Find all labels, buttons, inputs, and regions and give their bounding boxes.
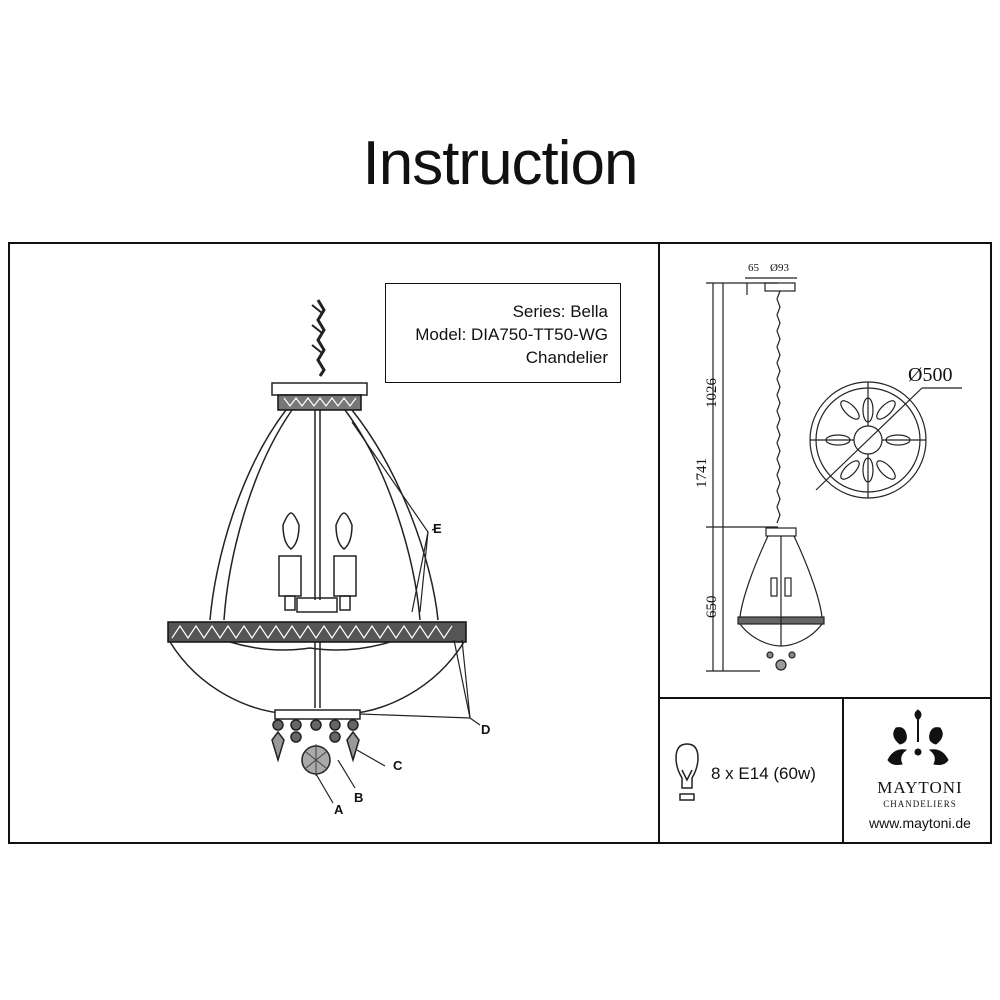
decorative-ring	[167, 621, 467, 643]
maytoni-logo	[887, 709, 949, 765]
dim-canopy-height: 65	[748, 262, 759, 274]
frame-divider-horizontal	[658, 697, 992, 699]
label-b: B	[354, 790, 364, 805]
series-text: Series: Bella	[512, 302, 608, 321]
bulb-icon	[675, 743, 699, 801]
frame-divider-vertical	[658, 242, 660, 844]
crystal-pendants	[271, 719, 360, 776]
label-e: E	[433, 521, 442, 536]
product-type-text: Chandelier	[525, 348, 608, 367]
lamp-spec: 8 x E14 (60w)	[711, 764, 816, 783]
dim-shade-diameter: Ø500	[908, 364, 953, 386]
model-text: Model: DIA750-TT50-WG	[415, 325, 608, 344]
brand-name: MAYTONI	[877, 778, 963, 797]
model-info-box: Series: Bella Model: DIA750-TT50-WG Chan…	[385, 283, 621, 383]
frame-divider-footer	[842, 697, 844, 844]
canopy	[271, 382, 368, 396]
drawing-frame	[8, 242, 992, 844]
dim-chain-length: 1026	[704, 378, 720, 408]
dimension-drawing	[706, 277, 962, 672]
dim-body-height: 650	[704, 595, 720, 619]
chain	[316, 299, 326, 377]
brand-website: www.maytoni.de	[869, 815, 971, 831]
dim-canopy-diameter: Ø93	[770, 262, 789, 274]
dim-total-height: 1741	[694, 458, 710, 488]
page-title: Instruction	[362, 129, 638, 198]
brand-tagline: CHANDELIERS	[883, 799, 957, 809]
label-d: D	[481, 722, 491, 737]
label-c: C	[393, 758, 403, 773]
label-a: A	[334, 802, 344, 817]
